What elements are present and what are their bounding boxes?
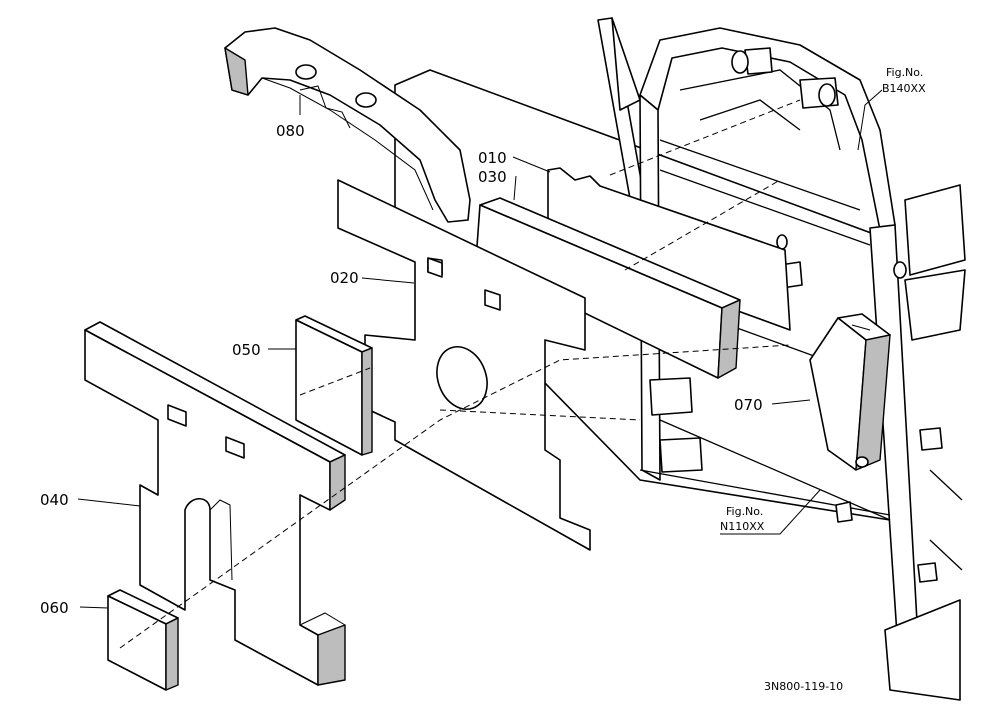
part-060-block: [107, 589, 179, 691]
fig-ref-label: Fig.No.: [886, 66, 923, 79]
fig-ref-number: B140XX: [882, 82, 926, 95]
label-050: 050: [232, 341, 261, 359]
label-040: 040: [40, 491, 69, 509]
fig-ref-label: Fig.No.: [726, 505, 763, 518]
fig-ref-number: N110XX: [720, 520, 765, 533]
label-060: 060: [40, 599, 69, 617]
part-050-block: [295, 315, 373, 456]
part-labels: 080 010 030 020 050 040 060 070: [40, 122, 763, 617]
drawing-code: 3N800-119-10: [764, 680, 843, 693]
label-020: 020: [330, 269, 359, 287]
part-070-box: [809, 313, 891, 471]
label-070: 070: [734, 396, 763, 414]
figure-reference-n110xx: Fig.No. N110XX: [720, 505, 765, 533]
figure-reference-b140xx: Fig.No. B140XX: [882, 66, 926, 95]
label-080: 080: [276, 122, 305, 140]
part-040-panel: [84, 321, 346, 686]
label-030: 030: [478, 168, 507, 186]
part-080-handle: [224, 27, 471, 223]
part-030-block: [475, 197, 741, 379]
part-020-sheet: [337, 179, 591, 551]
leader-lines: [77, 89, 883, 609]
label-010: 010: [478, 149, 507, 167]
assembly-lines: [119, 99, 801, 649]
